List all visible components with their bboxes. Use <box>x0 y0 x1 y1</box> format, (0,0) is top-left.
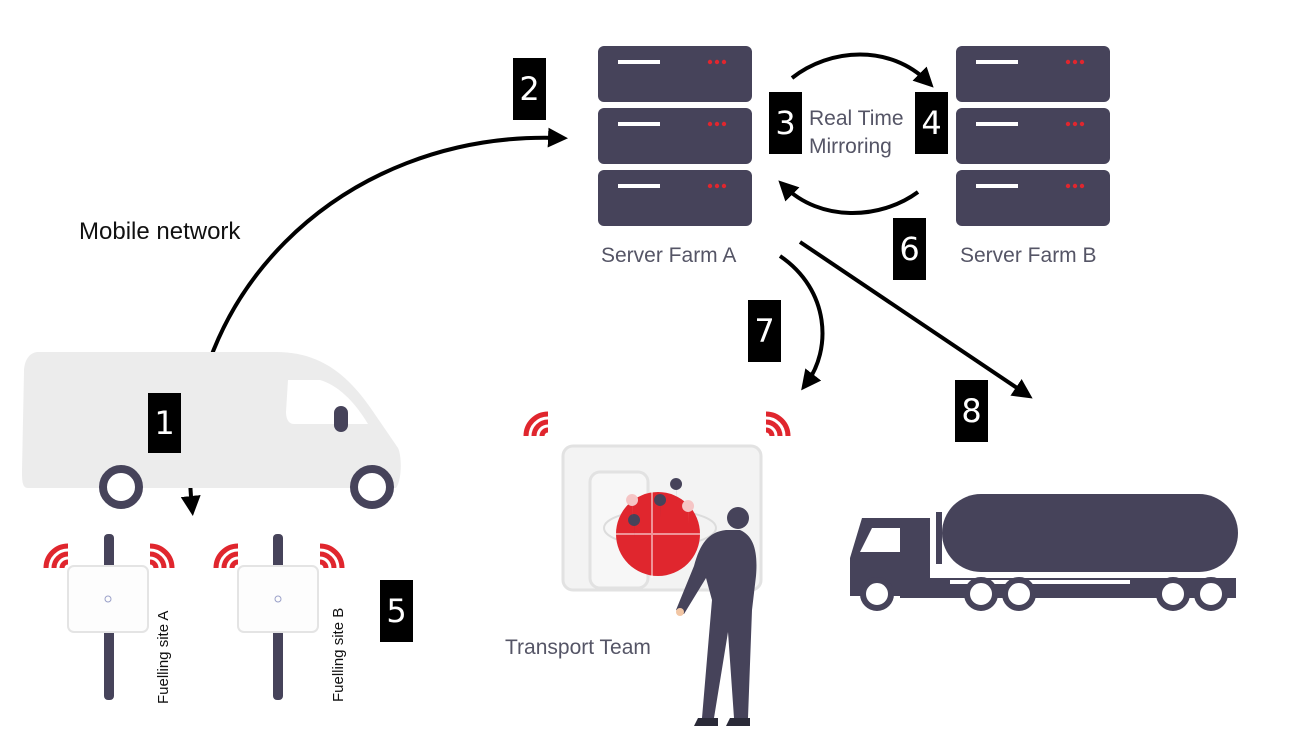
fuelling-site-a-label: Fuelling site A <box>155 610 172 704</box>
real-time-label: Real Time <box>809 107 904 130</box>
server-farm-a-label: Server Farm A <box>601 244 737 267</box>
step-badge-4: 4 <box>915 92 948 154</box>
mobile-network-label: Mobile network <box>79 218 241 245</box>
step-badge-3: 3 <box>769 92 802 154</box>
transport-team-label: Transport Team <box>505 636 651 659</box>
arrow-to-transport-team <box>778 254 825 391</box>
van-icon <box>22 352 401 509</box>
fuelling-site-b-label: Fuelling site B <box>330 607 347 702</box>
server-rack-icon-farm-b <box>956 46 1110 226</box>
step-badge-6: 6 <box>893 218 926 280</box>
server-rack-icon-farm-a <box>598 46 752 226</box>
step-badge-1: 1 <box>148 393 181 453</box>
arrow-mirror-b-to-a <box>778 180 920 215</box>
arrow-mirror-a-to-b <box>790 52 934 88</box>
step-badge-2: 2 <box>513 58 546 120</box>
step-badge-7: 7 <box>748 300 781 362</box>
tanker-truck-icon <box>850 494 1238 611</box>
arrow-to-tanker <box>798 240 1033 399</box>
step-badge-8: 8 <box>955 380 988 442</box>
step-badge-5: 5 <box>380 580 413 642</box>
fuel-sensor-icon-site-b <box>216 534 342 700</box>
server-farm-b-label: Server Farm B <box>960 244 1097 267</box>
person-icon <box>676 507 757 726</box>
fuel-sensor-icon-site-a <box>46 534 172 700</box>
mirroring-label: Mirroring <box>809 135 892 158</box>
